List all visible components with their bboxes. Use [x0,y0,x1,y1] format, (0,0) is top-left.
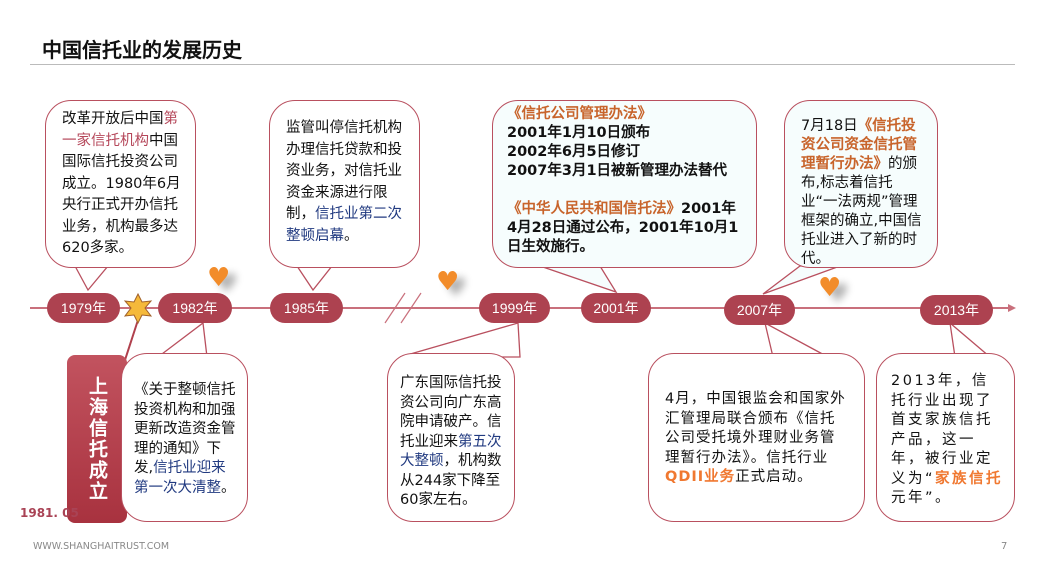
heart-icon: ♥ [436,267,460,297]
bubble-text: 7月18日 [801,118,858,134]
bubble-text: 监管叫停信托机构办理信托贷款和投资业务，对信托业资金来源进行限制， [286,120,402,222]
bubble-text: 2001年4月28日通过公布，2001年10月1日生效施行。 [507,201,739,255]
shanghai-trust-founded-label: 上海信托成立 [67,355,127,523]
break-mark [384,292,406,324]
highlight-text: 第五次大整顿 [400,433,502,470]
bubble-text: 4月，中国银监会和国家外汇管理局联合颁布《信托公司受托境外理财业务管理暂行办法》… [665,391,846,466]
bubble-text: ，机构数从244家下降至60家左右。 [400,453,502,508]
bubble-text: 广东国际信托投资公司向广东高院申请破产。信托业迎来 [400,375,502,450]
bubble-text: 元年”。 [891,490,953,506]
bubble-text: 2013年，信托行业出现了首支家族信托产品，这一年，被行业定义为“ [891,373,993,487]
bubble-1985: 监管叫停信托机构办理信托贷款和投资业务，对信托业资金来源进行限制，信托业第二次整… [269,100,420,268]
bubble-text: 的颁布,标志着信托业“一法两规”管理框架的确立,中国信托业进入了新的时代。 [801,156,922,267]
bubble-2007-top: 7月18日《信托投资公司资金信托管理暂行办法》的颁布,标志着信托业“一法两规”管… [784,100,938,268]
year-1982: 1982年 [158,293,232,323]
founded-date: 1981. 05 [20,506,79,520]
bubble-text: 2007年3月1日被新管理办法替代 [507,163,728,179]
bubble-2013: 2013年，信托行业出现了首支家族信托产品，这一年，被行业定义为“家族信托元年”… [876,353,1015,522]
bubble-text: 中国国际信托投资公司成立。1980年6月 央行正式开办信托业务，机构最多达620… [62,132,181,257]
bubble-tail [764,321,829,358]
highlight-text: 第一家信托机构 [62,111,178,149]
bubble-1979: 改革开放后中国第一家信托机构中国国际信托投资公司成立。1980年6月 央行正式开… [45,100,196,268]
law-title: 《信托投资公司资金信托管理暂行办法》 [801,118,917,172]
bubble-tail [73,265,110,292]
title-divider [30,64,1015,65]
bubble-1982: 《关于整顿信托投资机构和加强更新改造资金管理的通知》下发,信托业迎来第一次大清整… [121,353,248,522]
highlight-text: QDII业务 [665,469,736,485]
arrow-head-icon [1008,304,1016,312]
heart-icon: ♥ [207,263,231,293]
bubble-tail [295,265,334,292]
bubble-1999: 广东国际信托投资公司向广东高院申请破产。信托业迎来第五次大整顿，机构数从244家… [387,353,515,522]
bubble-tail [949,321,992,358]
year-1979: 1979年 [47,293,120,323]
law-title: 《信托公司管理办法》 [507,106,652,122]
year-2001: 2001年 [581,293,651,323]
page-number: 7 [1001,541,1008,552]
connector-line [124,319,139,361]
bubble-tail [539,265,618,294]
bubble-text: 2001年1月10日颁布 [507,125,651,141]
year-1999: 1999年 [479,293,550,323]
highlight-text: 信托业迎来第一次大清整 [134,460,226,496]
footer-url: WWW.SHANGHAITRUST.COM [33,541,170,552]
year-2007: 2007年 [724,295,795,325]
page-title: 中国信托业的发展历史 [42,38,242,62]
bubble-text: 《关于整顿信托投资机构和加强更新改造资金管理的通知》下发, [134,382,236,476]
bubble-2007-bottom: 4月，中国银监会和国家外汇管理局联合颁布《信托公司受托境外理财业务管理暂行办法》… [648,353,865,522]
bubble-text: 。 [344,227,359,244]
bubble-text: 改革开放后中国 [62,111,164,127]
bubble-text: 2002年6月5日修订 [507,144,641,160]
highlight-text: 信托业第二次整顿启幕 [286,206,402,244]
highlight-text: 家族信托 [935,470,1004,487]
bubble-tail [156,321,208,358]
bubble-text: 正式启动。 [735,469,813,485]
bubble-text: 。 [221,479,236,496]
year-1985: 1985年 [270,293,343,323]
bubble-tail [399,322,521,358]
star-icon [123,292,153,325]
year-2013: 2013年 [920,295,993,325]
law-title: 《中华人民共和国信托法》 [507,201,681,217]
heart-icon: ♥ [818,273,842,303]
bubble-2001: 《信托公司管理办法》 2001年1月10日颁布 2002年6月5日修订 2007… [492,100,757,268]
break-mark [400,292,422,324]
